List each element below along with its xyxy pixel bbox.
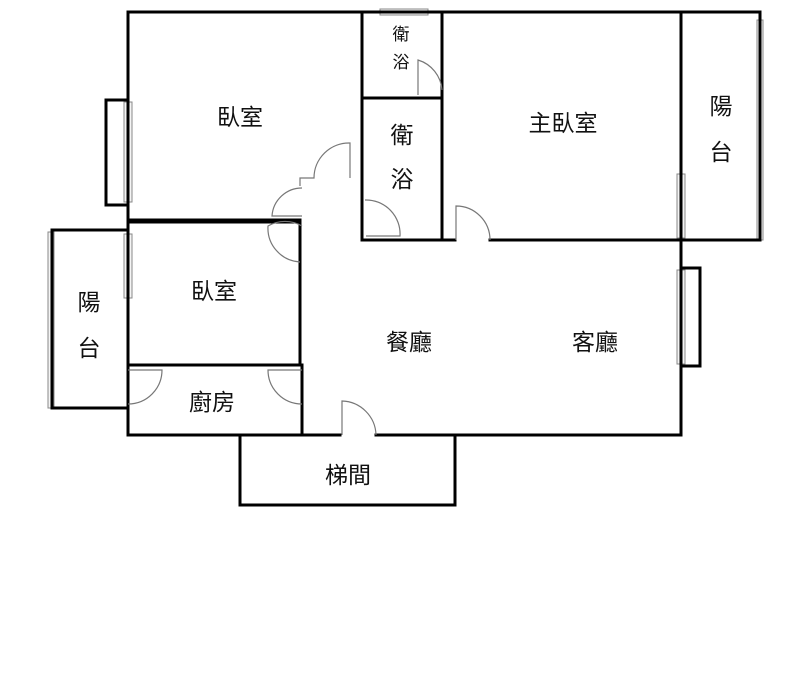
label-balcony-right-1: 陽: [710, 94, 733, 120]
door-small-bath: [417, 59, 443, 95]
door-top-bedroom: [299, 142, 351, 186]
door-mid-bedroom: [267, 220, 303, 263]
door-entrance: [341, 400, 377, 436]
label-balcony-left-2: 台: [78, 336, 101, 362]
label-bath-small-2: 浴: [393, 53, 410, 73]
room-labels: 臥室 衛 浴 衛 浴 主臥室 陽 台 臥室 陽 台 餐廳 客廳 廚房 梯間: [78, 25, 733, 489]
doors: [127, 59, 491, 436]
label-master-bedroom: 主臥室: [529, 111, 598, 137]
label-living: 客廳: [572, 330, 618, 356]
door-kitchen-right: [267, 369, 303, 405]
label-bath-mid-1: 衛: [391, 123, 414, 149]
label-bedroom-mid: 臥室: [191, 279, 237, 305]
label-bath-small-1: 衛: [393, 25, 410, 45]
label-bedroom-top: 臥室: [217, 105, 263, 131]
door-master: [455, 205, 491, 241]
door-kitchen-left: [127, 369, 163, 405]
label-balcony-right-2: 台: [710, 140, 733, 166]
label-dining: 餐廳: [386, 330, 432, 356]
label-kitchen: 廚房: [189, 390, 235, 416]
door-corridor: [271, 187, 303, 217]
label-bath-mid-2: 浴: [391, 167, 414, 193]
label-balcony-left-1: 陽: [78, 290, 101, 316]
label-stairs: 梯間: [325, 463, 371, 489]
walls: [50, 10, 762, 507]
door-mid-bath: [364, 199, 401, 237]
